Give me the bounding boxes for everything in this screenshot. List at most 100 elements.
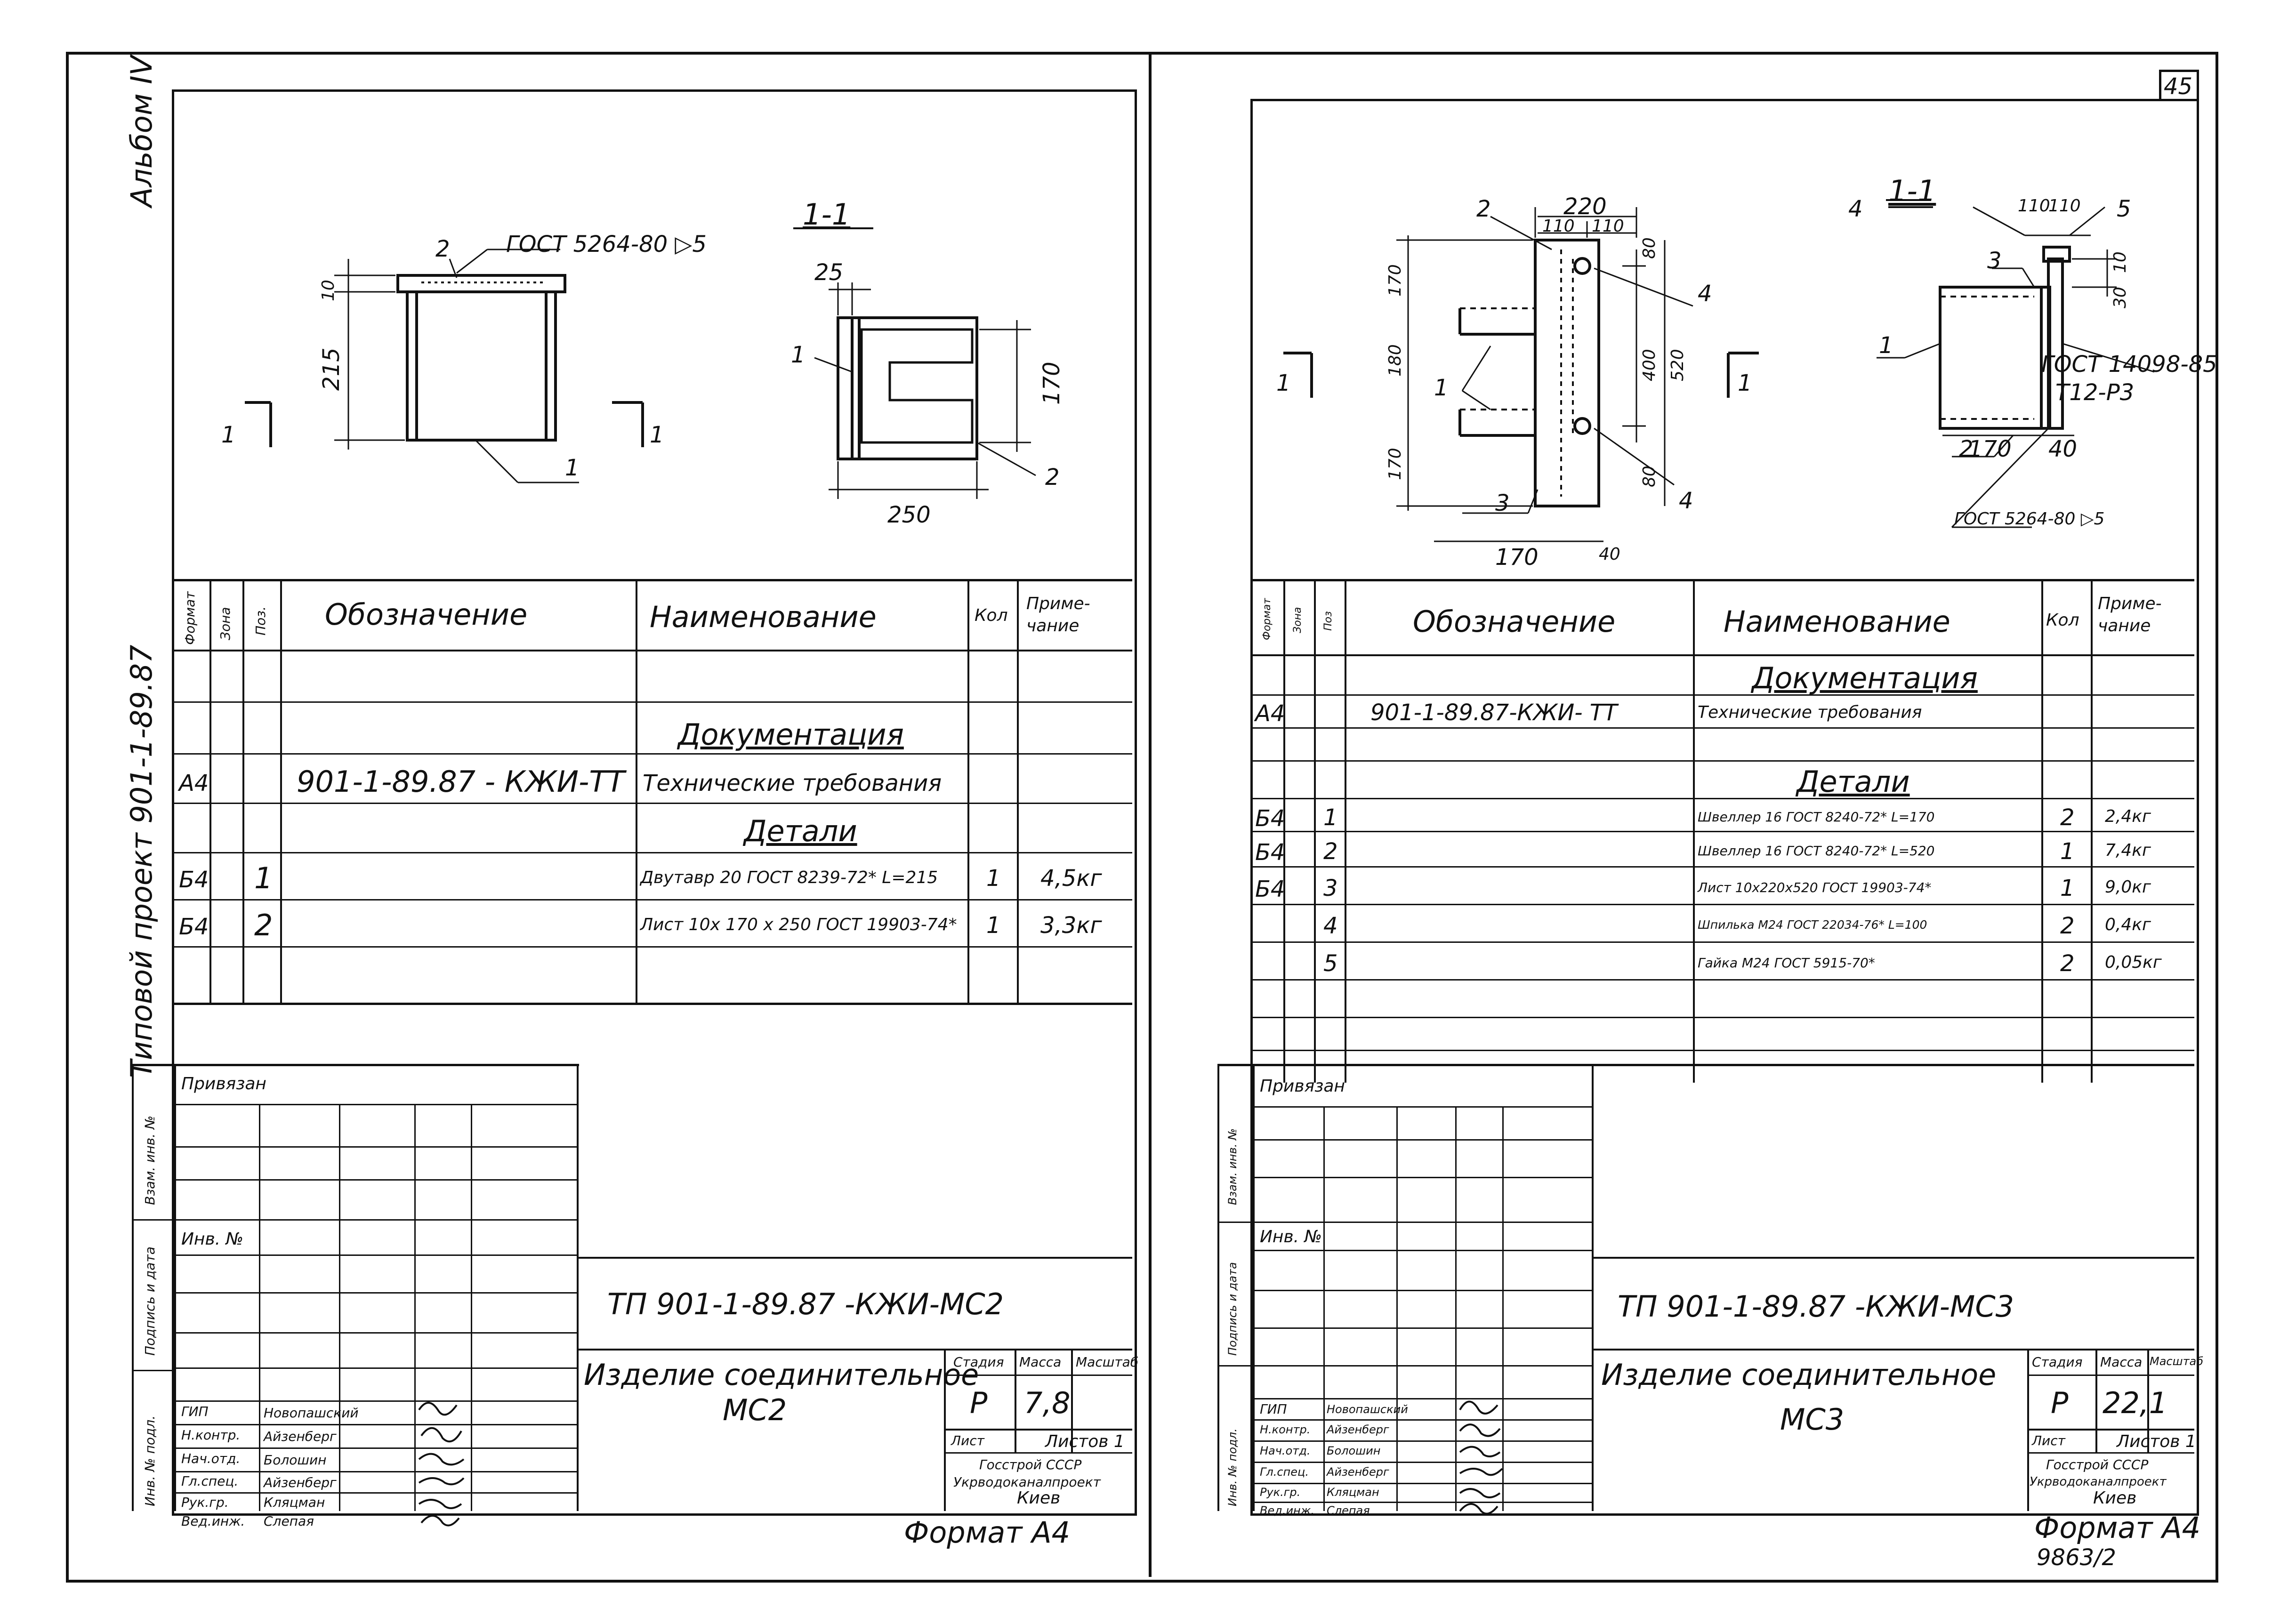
left-inv-no: Инв. № — [181, 1230, 244, 1249]
right-row6-format: Б4 — [1255, 839, 1285, 866]
right-row9-note: 0,05кг — [2105, 953, 2162, 972]
right-row8-name: Шпилька М24 ГОСТ 22034-76* L=100 — [1698, 918, 1927, 932]
left-row4-name: Двутавр 20 ГОСТ 8239-72* L=215 — [640, 868, 938, 887]
page-frame — [66, 52, 2218, 1583]
right-dim-220: 220 — [1563, 193, 1607, 220]
right-role-3: Гл.спец. — [1260, 1465, 1309, 1479]
left-row2-designation: 901-1-89.87 - КЖИ-ТТ — [297, 764, 625, 799]
left-role-5: Вед.инж. — [181, 1513, 245, 1529]
right-pos-1a: 1 — [1434, 375, 1449, 401]
right-row5-pos: 1 — [1323, 804, 1338, 831]
right-dim-40b: 40 — [2048, 436, 2078, 462]
right-hdr-designation: Обозначение — [1413, 604, 1616, 639]
right-mass-label: Масса — [2100, 1354, 2143, 1370]
left-dim-170: 170 — [1039, 362, 1065, 405]
left-drawing — [245, 227, 1036, 499]
right-pos-4a: 4 — [1698, 281, 1712, 307]
left-stamp-mark: МС2 — [723, 1393, 787, 1427]
left-name-0: Новопашский — [264, 1405, 359, 1421]
right-row6-qty: 1 — [2060, 838, 2075, 865]
right-stamp: Взам. инв. № Подпись и дата Инв. № подл.… — [1217, 1064, 2203, 1516]
left-name-1: Айзенберг — [264, 1429, 337, 1444]
right-note-gost5264: ГОСТ 5264-80 ▷5 — [1954, 509, 2105, 529]
right-dim-30: 30 — [2111, 287, 2130, 308]
left-stage-label: Стадия — [953, 1354, 1004, 1370]
left-dim-25: 25 — [814, 259, 844, 286]
right-cut-mark-right: 1 — [1738, 370, 1752, 396]
left-stamp-code: ТП 901-1-89.87 -КЖИ-МС2 — [607, 1287, 1004, 1321]
left-stamp-title: Изделие соединительное — [584, 1358, 979, 1392]
left-stage: Р — [970, 1386, 988, 1420]
left-stamp: Взам. инв. № Подпись и дата Инв. № подл.… — [132, 1064, 1138, 1528]
left-role-3: Гл.спец. — [181, 1473, 239, 1489]
right-pos-1b: 1 — [1879, 332, 1893, 359]
right-row-documentation: Документация — [1752, 661, 1978, 695]
left-row-details: Детали — [744, 814, 857, 848]
right-dim-110b: 110 — [1592, 217, 1624, 236]
right-hdr-pos: Поз — [1322, 611, 1334, 631]
right-name-1: Айзенберг — [1327, 1423, 1389, 1436]
right-dim-400: 400 — [1640, 349, 1659, 381]
right-dim-180: 180 — [1386, 344, 1405, 377]
right-dim-110c: 110 — [2018, 196, 2050, 216]
right-dim-170d: 170 — [1968, 436, 2012, 462]
right-hdr-qty: Кол — [2046, 611, 2079, 630]
right-pos-3b: 3 — [1987, 248, 2002, 274]
right-pos-4c: 4 — [1848, 196, 1863, 222]
right-row7-qty: 1 — [2060, 875, 2075, 901]
left-pos-2-sec: 2 — [1045, 464, 1060, 490]
left-name-5: Слепая — [264, 1513, 314, 1529]
right-pos-2a: 2 — [1476, 196, 1491, 222]
left-row4-pos: 1 — [254, 861, 273, 895]
right-role-1: Н.контр. — [1260, 1423, 1311, 1436]
left-name-2: Болошин — [264, 1452, 327, 1468]
right-stamp-title: Изделие соединительное — [1601, 1358, 1997, 1392]
left-cut-mark-right: 1 — [650, 422, 664, 448]
right-org-1: Госстрой СССР — [2046, 1457, 2149, 1472]
right-dim-110a: 110 — [1542, 217, 1575, 236]
left-hdr-qty: Кол — [975, 606, 1008, 625]
right-note-gost14098: ГОСТ 14098-85 — [2041, 351, 2217, 378]
right-cut-mark-left: 1 — [1276, 370, 1291, 396]
right-sheet: 45 — [1152, 52, 2217, 1577]
archive-number: 9863/2 — [2037, 1544, 2116, 1571]
right-row5-name: Швеллер 16 ГОСТ 8240-72* L=170 — [1698, 809, 1935, 825]
right-row5-note: 2,4кг — [2105, 807, 2151, 826]
right-dim-170b: 170 — [1386, 448, 1405, 480]
page-number-box — [2159, 70, 2199, 101]
right-row-details: Детали — [1797, 764, 1910, 799]
right-sheets-label: Листов 1 — [2117, 1432, 2196, 1451]
right-row9-qty: 2 — [2060, 950, 2075, 977]
left-name-4: Кляцман — [264, 1495, 325, 1510]
left-sheets-label: Листов 1 — [1045, 1432, 1125, 1451]
right-row7-note: 9,0кг — [2105, 877, 2151, 897]
project-label: Типовой проект 901-1-89.87 — [124, 644, 159, 1078]
right-name-2: Болошин — [1327, 1444, 1381, 1457]
right-row6-name: Швеллер 16 ГОСТ 8240-72* L=520 — [1698, 843, 1935, 859]
left-role-4: Рук.гр. — [181, 1495, 229, 1510]
left-cut-mark-left: 1 — [221, 422, 236, 448]
right-hdr-name: Наименование — [1724, 604, 1950, 639]
left-hdr-format: Формат — [182, 591, 198, 645]
right-row5-format: Б4 — [1255, 805, 1285, 832]
left-row5-qty: 1 — [986, 912, 1001, 939]
left-mass: 7,8 — [1024, 1386, 1071, 1420]
right-row7-name: Лист 10х220х520 ГОСТ 19903-74* — [1698, 880, 1932, 895]
left-row5-format: Б4 — [179, 914, 209, 940]
right-drawing — [1283, 199, 2155, 542]
left-hdr-zone: Зона — [218, 607, 233, 640]
right-stage: Р — [2051, 1386, 2069, 1420]
right-row8-qty: 2 — [2060, 913, 2075, 939]
right-dim-10: 10 — [2111, 251, 2130, 273]
right-dim-170a: 170 — [1386, 264, 1405, 297]
right-name-4: Кляцман — [1327, 1486, 1379, 1499]
right-row2-format: А4 — [1255, 700, 1285, 727]
page-number: 45 — [2164, 73, 2193, 100]
right-row7-pos: 3 — [1323, 875, 1338, 901]
right-dim-80a: 80 — [1640, 237, 1659, 259]
left-name-3: Айзенберг — [264, 1475, 337, 1490]
left-hdr-designation: Обозначение — [325, 597, 528, 632]
left-weld-note: ГОСТ 5264-80 ▷5 — [506, 231, 707, 257]
left-inner-frame — [172, 89, 1137, 1516]
left-org-1: Госстрой СССР — [979, 1457, 1082, 1472]
